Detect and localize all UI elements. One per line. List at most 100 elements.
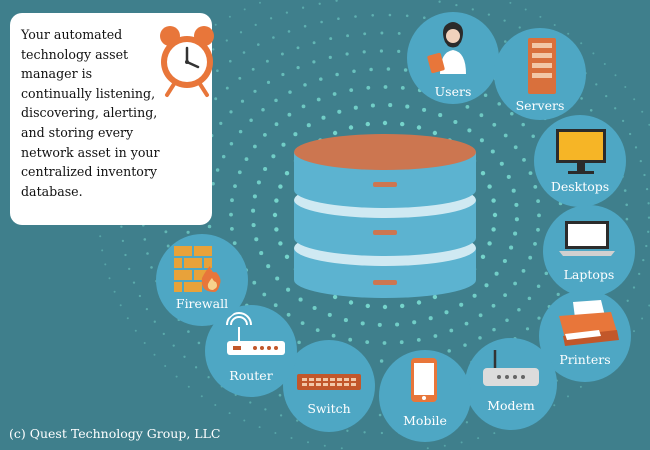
pattern-dot: [321, 115, 326, 120]
pattern-dot: [108, 277, 111, 280]
pattern-dot: [487, 241, 492, 246]
pattern-dot: [369, 67, 373, 72]
pattern-dot: [287, 112, 292, 117]
pattern-dot: [484, 283, 489, 288]
pattern-dot: [366, 85, 371, 90]
pattern-dot: [249, 401, 252, 404]
pattern-dot: [379, 359, 384, 363]
pattern-dot: [360, 321, 365, 326]
pattern-dot: [300, 321, 305, 325]
pattern-dot: [480, 171, 486, 176]
pattern-dot: [491, 198, 496, 203]
pattern-dot: [502, 258, 507, 264]
pattern-dot: [365, 303, 370, 309]
pattern-dot: [506, 174, 511, 179]
pattern-dot: [517, 308, 521, 312]
pattern-dot: [567, 395, 569, 398]
pattern-dot: [492, 122, 497, 127]
pattern-dot: [307, 441, 309, 444]
pattern-dot: [647, 230, 650, 233]
pattern-dot: [422, 107, 427, 112]
pattern-dot: [162, 332, 165, 336]
pattern-dot: [183, 355, 186, 358]
pattern-dot: [478, 313, 483, 318]
pattern-dot: [589, 109, 593, 112]
pattern-dot: [99, 235, 102, 238]
pattern-dot: [380, 31, 384, 35]
server-icon: [528, 38, 556, 94]
pattern-dot: [332, 130, 338, 136]
node-mobile: Mobile: [379, 350, 471, 442]
pattern-dot: [647, 202, 650, 205]
pattern-dot: [449, 328, 454, 333]
pattern-dot: [230, 198, 234, 203]
pattern-dot: [316, 97, 321, 102]
pattern-dot: [228, 15, 231, 18]
pattern-dot: [491, 303, 496, 308]
pattern-dot: [228, 412, 231, 415]
pattern-dot: [298, 297, 303, 302]
pattern-dot: [353, 105, 358, 110]
pattern-dot: [335, 72, 339, 77]
pattern-dot: [328, 55, 332, 60]
pattern-dot: [479, 113, 484, 118]
pattern-dot: [509, 245, 514, 250]
pattern-dot: [354, 15, 357, 18]
pattern-dot: [275, 276, 280, 281]
pattern-dot: [493, 432, 496, 435]
pattern-dot: [274, 122, 279, 127]
pattern-dot: [297, 340, 301, 345]
pattern-dot: [249, 118, 253, 122]
pattern-dot: [346, 34, 350, 38]
pattern-dot: [539, 15, 542, 18]
pattern-dot: [262, 292, 267, 297]
pattern-dot: [382, 341, 387, 345]
pattern-dot: [288, 90, 292, 94]
pattern-dot: [153, 353, 156, 356]
pattern-dot: [433, 334, 438, 338]
pattern-dot: [428, 316, 433, 321]
callout-line: discovering, alerting,: [21, 105, 158, 121]
pattern-dot: [128, 267, 131, 271]
pattern-dot: [416, 125, 422, 130]
pattern-dot: [138, 294, 142, 298]
pattern-dot: [645, 244, 648, 248]
pattern-dot: [503, 19, 506, 22]
pattern-dot: [312, 305, 317, 311]
pattern-dot: [229, 212, 233, 217]
pattern-dot: [438, 113, 443, 118]
node-laptops: Laptops: [543, 205, 635, 297]
pattern-dot: [186, 230, 190, 234]
pattern-dot: [266, 80, 271, 84]
pattern-dot: [211, 182, 215, 186]
pattern-dot: [509, 1, 512, 4]
pattern-dot: [416, 300, 422, 305]
pattern-dot: [395, 322, 400, 327]
pattern-dot: [537, 213, 541, 218]
pattern-dot: [518, 26, 521, 29]
pattern-dot: [254, 23, 257, 27]
pattern-dot: [641, 110, 644, 113]
pattern-dot: [400, 86, 405, 90]
pattern-dot: [412, 320, 417, 325]
pattern-dot: [444, 310, 449, 315]
mobile-icon: [411, 358, 437, 402]
database-icon: [294, 134, 476, 298]
pattern-dot: [164, 230, 168, 234]
pattern-dot: [286, 312, 291, 317]
pattern-dot: [172, 344, 175, 347]
pattern-dot: [337, 17, 340, 21]
pattern-dot: [214, 404, 217, 406]
pattern-dot: [194, 366, 198, 369]
node-servers: Servers: [494, 28, 586, 120]
pattern-dot: [329, 37, 333, 41]
pattern-dot: [327, 312, 332, 317]
pattern-dot: [365, 121, 370, 127]
callout-line: continually listening,: [21, 85, 156, 101]
pattern-dot: [477, 437, 480, 440]
node-printers: Printers: [539, 290, 631, 382]
pattern-dot: [272, 36, 275, 39]
pattern-dot: [259, 1, 261, 4]
pattern-dot: [614, 74, 617, 77]
